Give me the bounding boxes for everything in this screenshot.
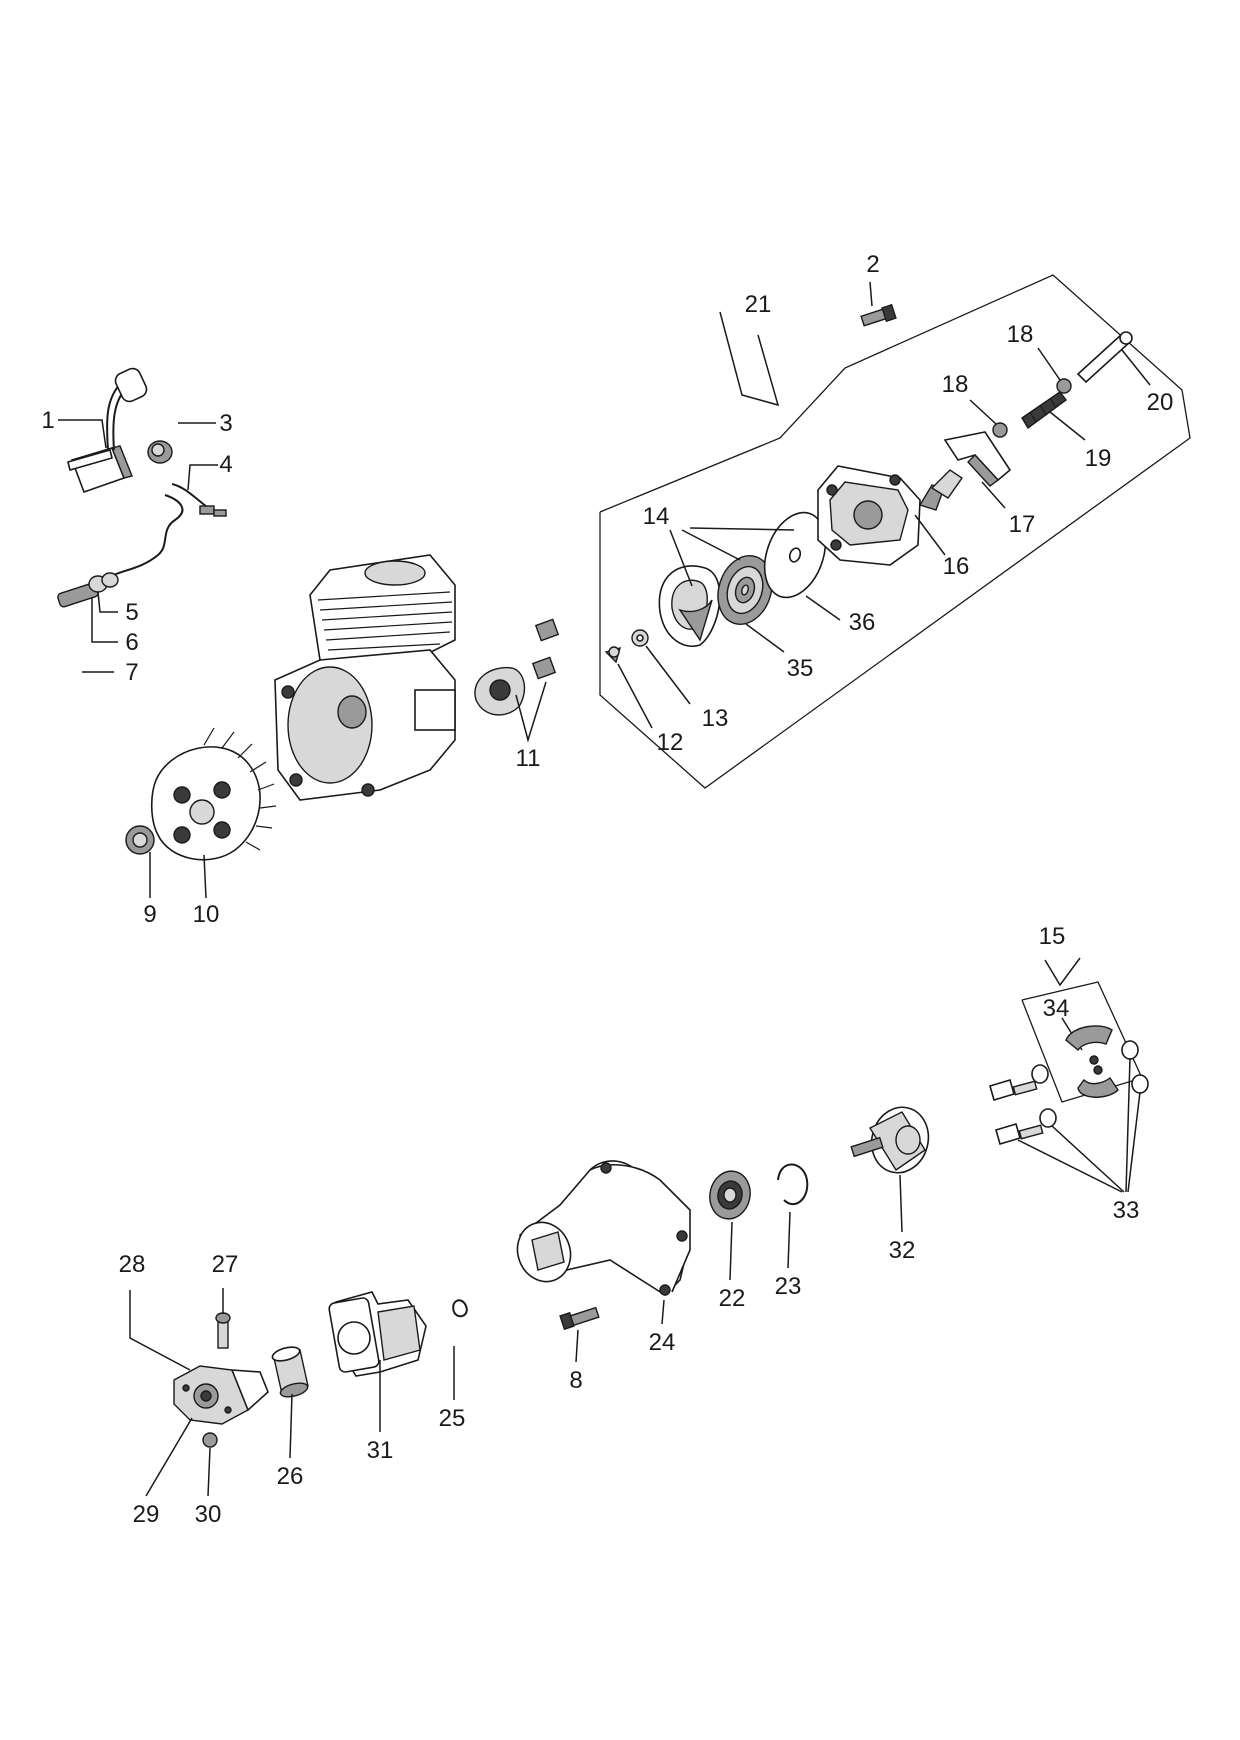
bolts-washers-part-33 xyxy=(989,1040,1149,1193)
snap-ring-part-23 xyxy=(777,1163,809,1269)
label-16: 16 xyxy=(943,553,970,580)
label-19: 19 xyxy=(1085,445,1112,472)
clutch-shoe-part-34 xyxy=(1065,1025,1119,1098)
nut-part-9 xyxy=(125,825,155,898)
clutch-drum-part-32 xyxy=(850,1106,930,1233)
label-13: 13 xyxy=(702,705,729,732)
label-28: 28 xyxy=(119,1251,146,1278)
label-24: 24 xyxy=(649,1329,676,1356)
label-7: 7 xyxy=(125,659,138,686)
bushing-part-3 xyxy=(147,422,216,464)
bushing-part-26 xyxy=(271,1346,309,1459)
rope-pulley-part-14 xyxy=(658,565,721,647)
label-12: 12 xyxy=(657,729,684,756)
screw-part-27 xyxy=(215,1288,231,1349)
engine-block xyxy=(274,554,456,801)
label-36: 36 xyxy=(849,609,876,636)
label-1: 1 xyxy=(41,407,54,434)
label-29: 29 xyxy=(133,1501,160,1528)
shaft-holder-part-31 xyxy=(328,1291,427,1432)
part-number-labels: 1 2 3 4 5 6 7 8 9 10 11 12 13 14 15 16 1… xyxy=(41,251,1173,1528)
bolt-part-2 xyxy=(860,281,897,327)
label-8: 8 xyxy=(569,1367,582,1394)
label-26: 26 xyxy=(277,1463,304,1490)
washer-part-13 xyxy=(631,629,691,705)
label-31: 31 xyxy=(367,1437,394,1464)
label-32: 32 xyxy=(889,1237,916,1264)
starter-assembly-frame xyxy=(599,274,1191,789)
label-22: 22 xyxy=(719,1285,746,1312)
label-4: 4 xyxy=(219,451,232,478)
flywheel-fins xyxy=(203,727,277,851)
label-5: 5 xyxy=(125,599,138,626)
leader-14 xyxy=(669,527,795,587)
label-18-upper: 18 xyxy=(1007,321,1034,348)
label-17: 17 xyxy=(1009,511,1036,538)
label-27: 27 xyxy=(212,1251,239,1278)
screw-part-12 xyxy=(604,646,653,729)
ignition-wire-part-4 xyxy=(57,464,227,673)
handle-bracket-part-29 xyxy=(129,1290,269,1497)
label-14: 14 xyxy=(643,503,670,530)
bolt-part-8 xyxy=(559,1306,600,1363)
label-18-lower: 18 xyxy=(942,371,969,398)
label-33: 33 xyxy=(1113,1197,1140,1224)
nut-part-30 xyxy=(202,1432,218,1497)
label-9: 9 xyxy=(143,901,156,928)
clutch-housing-part-24 xyxy=(516,1160,691,1325)
ignition-coil-part-1 xyxy=(58,367,148,494)
label-10: 10 xyxy=(193,901,220,928)
label-30: 30 xyxy=(195,1501,222,1528)
label-3: 3 xyxy=(219,410,232,437)
label-11: 11 xyxy=(516,745,541,772)
label-35: 35 xyxy=(787,655,814,682)
label-25: 25 xyxy=(439,1405,466,1432)
label-2: 2 xyxy=(866,251,879,278)
nut-part-18-upper xyxy=(1037,347,1072,394)
bearing-part-22 xyxy=(709,1170,751,1281)
label-15: 15 xyxy=(1039,923,1066,950)
pin-part-20 xyxy=(1076,331,1151,386)
recoil-spring-part-35 xyxy=(717,555,785,653)
clip-part-25 xyxy=(452,1299,468,1400)
label-34: 34 xyxy=(1043,995,1070,1022)
label-21: 21 xyxy=(745,291,772,318)
starter-housing-part-16 xyxy=(817,465,946,566)
label-6: 6 xyxy=(125,629,138,656)
spring-part-19 xyxy=(1021,391,1086,441)
label-20: 20 xyxy=(1147,389,1174,416)
clutch-hub-part-11 xyxy=(474,618,560,743)
label-23: 23 xyxy=(775,1273,802,1300)
spring-disc-part-36 xyxy=(763,511,841,621)
starter-handle-part-17 xyxy=(918,431,1012,511)
nut-part-18-lower xyxy=(969,399,1008,438)
flywheel-part-10 xyxy=(150,727,277,899)
